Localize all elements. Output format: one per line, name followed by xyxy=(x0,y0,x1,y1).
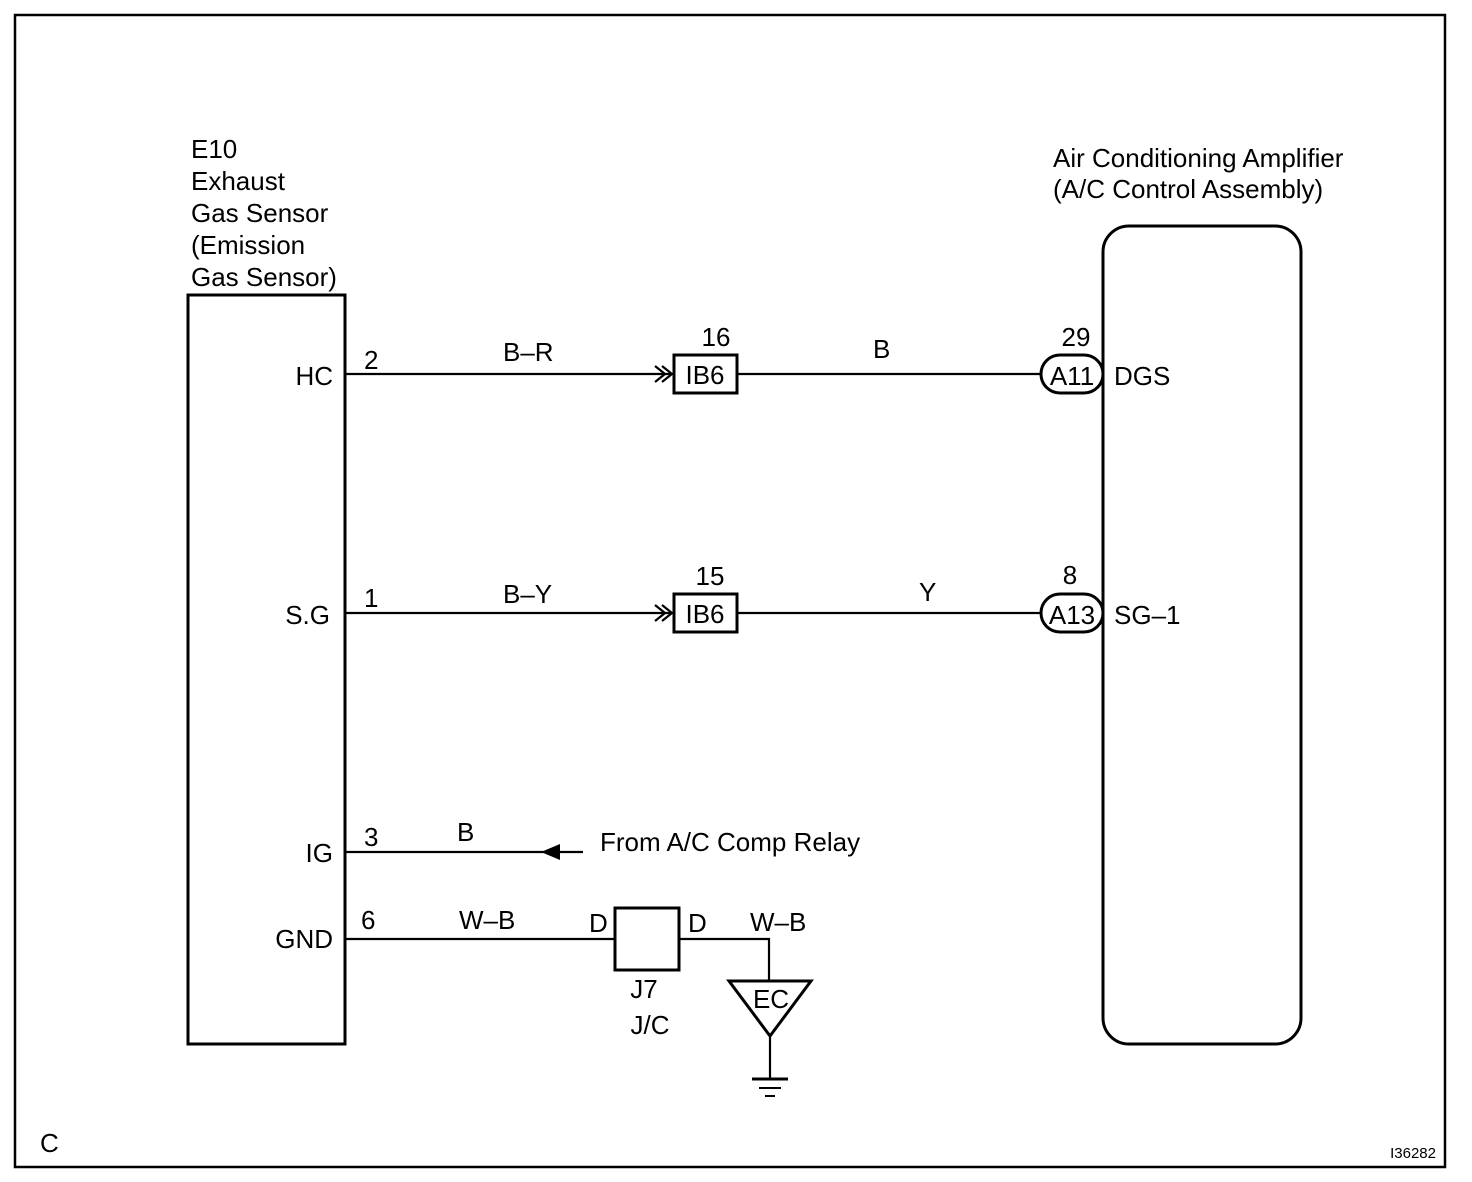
amplifier-pin-sg1-name: SG–1 xyxy=(1114,600,1181,630)
amplifier-box xyxy=(1101,224,1303,1046)
hc-wire-right-color: B xyxy=(873,334,890,364)
ig-sensor-pin-number: 3 xyxy=(364,822,378,852)
exhaust-gas-sensor: E10 Exhaust Gas Sensor (Emission Gas Sen… xyxy=(186,134,347,1046)
ib6-connector-top xyxy=(672,353,739,395)
ib6-top-pin: 16 xyxy=(702,322,731,352)
sensor-title-line-1: E10 xyxy=(191,134,237,164)
sg-sensor-pin-number: 1 xyxy=(364,583,378,613)
ig-source-arrow-icon xyxy=(541,844,560,860)
amplifier-title-line-1: Air Conditioning Amplifier xyxy=(1053,143,1344,173)
hc-circuit: 2 B–R IB6 16 B A11 29 xyxy=(345,322,1105,395)
gnd-circuit: 6 W–B D D J7 J/C W–B EC xyxy=(345,905,814,1097)
ib6-bottom-label: IB6 xyxy=(685,599,724,629)
hc-sensor-pin-number: 2 xyxy=(364,345,378,375)
amplifier-title-line-2: (A/C Control Assembly) xyxy=(1053,174,1323,204)
ig-circuit: 3 B From A/C Comp Relay xyxy=(345,817,860,860)
ground-point-label: EC xyxy=(753,984,789,1014)
gnd-wire-left-color: W–B xyxy=(459,905,515,935)
hc-wire-left-color: B–R xyxy=(503,337,554,367)
junction-id: J7 xyxy=(630,974,657,1004)
ig-wire-color: B xyxy=(457,817,474,847)
gnd-wire-right-color: W–B xyxy=(750,907,806,937)
sg1-pin-number: 8 xyxy=(1063,560,1077,590)
junction-type: J/C xyxy=(631,1010,670,1040)
air-conditioning-amplifier: Air Conditioning Amplifier (A/C Control … xyxy=(1053,143,1344,1046)
sg-circuit: 1 B–Y IB6 15 Y A13 8 xyxy=(345,560,1105,634)
a13-connector xyxy=(1039,592,1105,634)
a13-connector-label: A13 xyxy=(1049,600,1095,630)
ig-source-label: From A/C Comp Relay xyxy=(600,827,860,857)
ground-icon xyxy=(752,1077,788,1097)
hc-connector-arrow-icon xyxy=(654,365,674,383)
amplifier-pin-dgs-name: DGS xyxy=(1114,361,1170,391)
ib6-bottom-pin: 15 xyxy=(696,561,725,591)
sensor-box xyxy=(186,293,347,1046)
a11-connector xyxy=(1039,353,1105,395)
sensor-pin-sg-name: S.G xyxy=(285,600,330,630)
sensor-title-line-4: (Emission xyxy=(191,230,305,260)
ib6-top-label: IB6 xyxy=(685,360,724,390)
page-letter: C xyxy=(40,1128,59,1158)
sensor-title-line-2: Exhaust xyxy=(191,166,286,196)
dgs-pin-number: 29 xyxy=(1062,322,1091,352)
ib6-connector-bottom xyxy=(672,592,739,634)
sensor-title-line-5: Gas Sensor) xyxy=(191,262,337,292)
sensor-pin-hc-name: HC xyxy=(295,361,333,391)
sg-wire-right-color: Y xyxy=(919,577,936,607)
a11-connector-label: A11 xyxy=(1050,361,1094,391)
junction-connector-box xyxy=(613,906,681,972)
figure-id: I36282 xyxy=(1390,1145,1436,1162)
sg-wire-left-color: B–Y xyxy=(503,579,552,609)
gnd-wire-right xyxy=(679,937,771,981)
diagram-frame xyxy=(13,13,1447,1169)
sensor-pin-gnd-name: GND xyxy=(275,924,333,954)
sensor-pin-ig-name: IG xyxy=(306,838,333,868)
sensor-title-line-3: Gas Sensor xyxy=(191,198,329,228)
junction-pin-right: D xyxy=(688,908,707,938)
junction-pin-left: D xyxy=(589,908,608,938)
ground-point-triangle xyxy=(726,979,814,1039)
gnd-sensor-pin-number: 6 xyxy=(361,905,375,935)
sg-connector-arrow-icon xyxy=(654,604,674,622)
